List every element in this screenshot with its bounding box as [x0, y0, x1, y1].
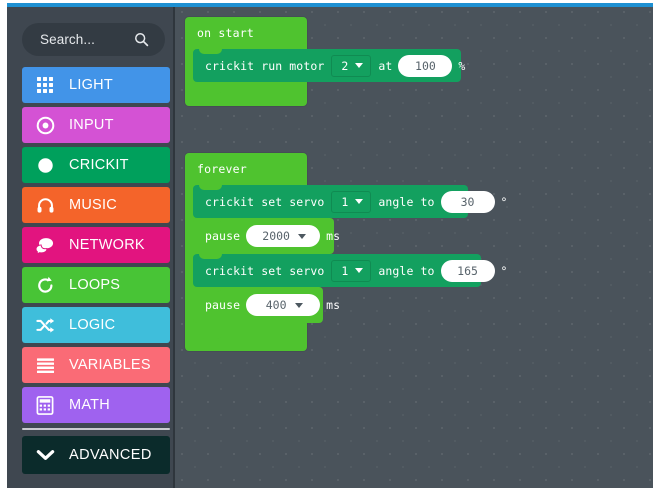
chevron-down-icon — [297, 233, 306, 239]
block-notch — [199, 185, 222, 190]
motor-dropdown[interactable]: 2 — [331, 54, 372, 77]
category-logic[interactable]: LOGIC — [22, 307, 170, 343]
category-crickit[interactable]: CRICKIT — [22, 147, 170, 183]
block-pause-1[interactable]: pause 2000 ms — [193, 218, 340, 254]
speed-number-field[interactable]: 100 — [398, 54, 453, 77]
target-dot-icon — [33, 113, 57, 137]
category-label: LOGIC — [69, 317, 116, 333]
category-label: INPUT — [69, 117, 114, 133]
top-accent-bar — [7, 3, 653, 7]
block-text-before: crickit set servo — [205, 194, 325, 209]
chevron-down-icon — [355, 63, 364, 68]
block-notch — [199, 49, 222, 54]
pause-duration-field[interactable]: 400 — [246, 294, 321, 316]
angle-value: 30 — [460, 194, 475, 209]
search-input[interactable]: Search... — [22, 23, 165, 56]
block-text-after: ° — [500, 263, 508, 278]
block-forever-label: forever — [197, 162, 247, 176]
chevron-down-icon — [33, 443, 57, 467]
calculator-icon — [33, 393, 57, 417]
refresh-loop-icon — [33, 273, 57, 297]
block-text-before: pause — [205, 298, 241, 312]
block-text-before: pause — [205, 229, 241, 243]
category-music[interactable]: MUSIC — [22, 187, 170, 223]
block-text-after: ms — [326, 229, 341, 243]
category-label: LOOPS — [69, 277, 121, 293]
category-list: LIGHT INPUT CRICKIT — [22, 67, 170, 478]
block-notch — [199, 218, 222, 223]
chevron-down-icon — [294, 302, 303, 308]
category-label: MUSIC — [69, 197, 117, 213]
category-label: CRICKIT — [69, 157, 129, 173]
block-text-before: crickit set servo — [205, 263, 325, 278]
block-notch — [199, 287, 222, 292]
category-input[interactable]: INPUT — [22, 107, 170, 143]
block-crickit-set-servo-1[interactable]: crickit set servo 1 angle to 30 ° — [193, 185, 507, 218]
toolbox-workspace-divider — [173, 7, 175, 488]
grid-3x3-icon — [33, 73, 57, 97]
angle-value: 165 — [457, 263, 478, 278]
angle-number-field[interactable]: 165 — [440, 259, 495, 282]
motor-dropdown-value: 2 — [341, 58, 349, 73]
blocks-workspace[interactable]: on start crickit run motor 2 at 100 % fo… — [175, 7, 653, 488]
servo-dropdown-value: 1 — [341, 194, 349, 209]
category-loops[interactable]: LOOPS — [22, 267, 170, 303]
category-label: NETWORK — [69, 237, 145, 253]
block-crickit-run-motor[interactable]: crickit run motor 2 at 100 % — [193, 49, 465, 82]
search-icon[interactable] — [134, 32, 149, 47]
category-separator — [22, 428, 170, 430]
servo-dropdown-value: 1 — [341, 263, 349, 278]
category-network[interactable]: NETWORK — [22, 227, 170, 263]
block-text-after: % — [458, 58, 466, 73]
servo-dropdown[interactable]: 1 — [331, 190, 372, 213]
pause-duration-value: 2000 — [262, 229, 290, 243]
pause-duration-value: 400 — [265, 298, 287, 312]
block-nub — [199, 334, 222, 339]
headphones-icon — [33, 193, 57, 217]
category-label: ADVANCED — [69, 447, 152, 463]
servo-dropdown[interactable]: 1 — [331, 259, 372, 282]
block-on-start-label: on start — [197, 26, 254, 40]
shuffle-icon — [33, 313, 57, 337]
pause-duration-field[interactable]: 2000 — [246, 225, 321, 247]
category-label: MATH — [69, 397, 111, 413]
block-pause-2[interactable]: pause 400 ms — [193, 287, 340, 323]
filled-circle-icon — [33, 153, 57, 177]
block-crickit-set-servo-2[interactable]: crickit set servo 1 angle to 165 ° — [193, 254, 507, 287]
category-label: LIGHT — [69, 77, 113, 93]
category-label: VARIABLES — [69, 357, 151, 373]
block-text-middle: angle to — [378, 263, 435, 278]
angle-number-field[interactable]: 30 — [440, 190, 495, 213]
block-notch — [199, 254, 222, 259]
search-placeholder: Search... — [40, 32, 95, 47]
category-light[interactable]: LIGHT — [22, 67, 170, 103]
chevron-down-icon — [355, 268, 364, 273]
category-advanced[interactable]: ADVANCED — [22, 436, 170, 474]
category-math[interactable]: MATH — [22, 387, 170, 423]
block-text-middle: at — [378, 58, 393, 73]
block-text-after: ° — [500, 194, 508, 209]
toolbox-panel: Search... — [7, 7, 174, 488]
block-text-before: crickit run motor — [205, 58, 325, 73]
chevron-down-icon — [355, 199, 364, 204]
block-nub — [199, 89, 222, 94]
block-text-middle: angle to — [378, 194, 435, 209]
speech-bubbles-icon — [33, 233, 57, 257]
list-lines-icon — [33, 353, 57, 377]
speed-value: 100 — [415, 58, 436, 73]
category-variables[interactable]: VARIABLES — [22, 347, 170, 383]
block-text-after: ms — [326, 298, 341, 312]
